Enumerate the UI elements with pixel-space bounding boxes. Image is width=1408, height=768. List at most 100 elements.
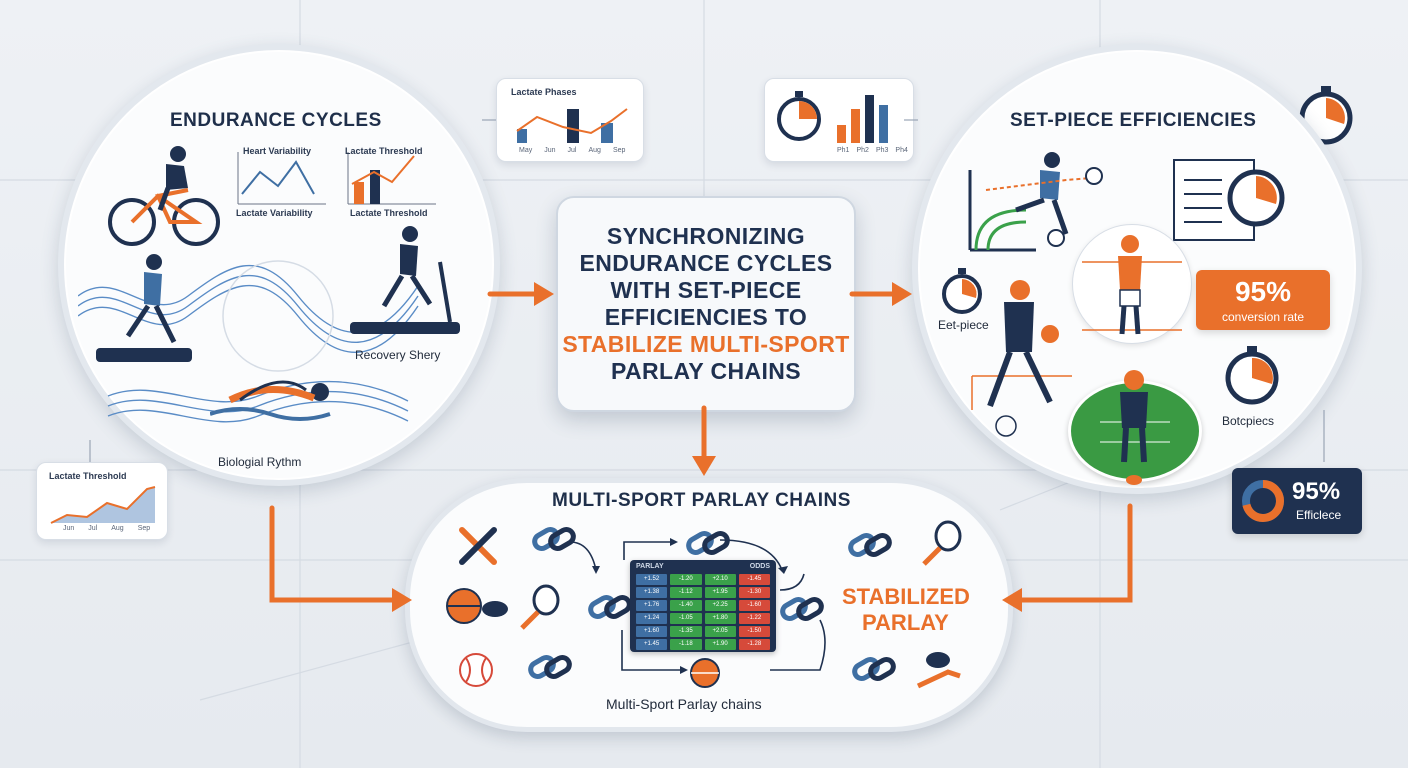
biological-rhythm-label: Biologial Rythm — [218, 455, 302, 469]
timer-bar-card: Ph1 Ph2 Ph3 Ph4 — [764, 78, 914, 162]
heart-variability-label: Heart Variability — [243, 146, 312, 156]
chain-link-icon — [588, 595, 632, 619]
odds-cell: -1.40 — [670, 600, 702, 611]
odds-cell: +1.24 — [636, 613, 668, 624]
odds-cell: -1.12 — [670, 587, 702, 598]
odds-table-header-left: PARLAY — [636, 563, 664, 570]
chain-link-icon — [686, 531, 730, 555]
lactate-threshold-sublabel: Lactate Threshold — [350, 208, 428, 218]
basketball-player-illustration — [1082, 235, 1182, 335]
efficiency-label: Efficlece — [1296, 508, 1342, 522]
central-thesis-card: SYNCHRONIZING ENDURANCE CYCLES WITH SET-… — [556, 196, 856, 412]
treadmill-runner-illustration — [350, 226, 460, 334]
odds-cell: +1.80 — [704, 613, 736, 624]
efficiency-value: 95% — [1292, 478, 1341, 505]
odds-cell: -1.20 — [670, 574, 702, 585]
lactate-threshold-tick: Aug — [111, 525, 124, 532]
setpiece-left-label: Eet-piece — [938, 318, 989, 332]
hockey-puck-icon — [482, 601, 508, 617]
timer-bar-tick: Ph3 — [875, 147, 889, 154]
odds-table-row: +1.60-1.35+2.05-1.50 — [636, 626, 770, 637]
baseball-icon — [459, 653, 493, 687]
wave-lines — [78, 260, 419, 423]
parlay-caption: Multi-Sport Parlay chains — [606, 696, 762, 712]
football-player-illustration — [971, 280, 1072, 437]
hockey-stick-icon — [916, 652, 961, 689]
conversion-rate-value: 95% — [1234, 276, 1292, 307]
lactate-phases-tick: Sep — [612, 147, 626, 154]
odds-table-row: +1.76-1.40+2.25-1.60 — [636, 600, 770, 611]
football-field-player-illustration — [1100, 370, 1170, 485]
odds-cell: -1.35 — [670, 626, 702, 637]
chain-link-icon — [848, 533, 892, 557]
tennis-racket-icon — [922, 520, 962, 566]
odds-cell: -1.30 — [738, 587, 770, 598]
lactate-phases-chart — [516, 108, 628, 143]
chain-link-icon — [528, 655, 572, 679]
odds-cell: +1.90 — [704, 639, 736, 650]
soccer-player-illustration — [968, 152, 1103, 252]
odds-cell: +1.45 — [636, 639, 668, 650]
odds-cell: +2.10 — [704, 574, 736, 585]
lactate-threshold-tick: Jun — [63, 525, 75, 532]
thesis-line-2: ENDURANCE CYCLES — [579, 250, 833, 276]
conversion-rate-label: conversion rate — [1221, 310, 1305, 324]
conversion-rate-kpi: 95% conversion rate — [1196, 270, 1330, 330]
lactate-threshold-card-title: Lactate Threshold — [49, 471, 127, 481]
thesis-line-4: EFFICIENCIES TO — [604, 304, 808, 330]
thesis-line-6: PARLAY CHAINS — [610, 358, 802, 384]
odds-cell: +1.38 — [636, 587, 668, 598]
thesis-line-5: STABILIZE MULTI-SPORT — [562, 331, 850, 357]
checklist-stopwatch-icon — [1173, 159, 1285, 241]
odds-cell: -1.50 — [738, 626, 770, 637]
odds-cell: -1.18 — [670, 639, 702, 650]
odds-cell: -1.28 — [738, 639, 770, 650]
lactate-threshold-label: Lactate Threshold — [345, 146, 423, 156]
parlay-flow-arrows — [569, 538, 826, 674]
stabilized-label-1: STABILIZED — [842, 584, 970, 609]
efficiency-badge: 95% Efficlece — [1232, 468, 1362, 534]
recovery-label: Recovery Shery — [355, 348, 441, 362]
runner-illustration — [96, 254, 192, 362]
odds-cell: +2.05 — [704, 626, 736, 637]
odds-cell: +1.52 — [636, 574, 668, 585]
lactate-threshold-tick: Jul — [88, 525, 98, 532]
baseball-bats-icon — [459, 527, 497, 565]
lactate-threshold-tick: Sep — [137, 525, 151, 532]
odds-table-row: +1.38-1.12+1.95-1.30 — [636, 587, 770, 598]
cyclist-illustration — [108, 146, 220, 246]
setpiece-right-label: Botcpiecs — [1222, 414, 1275, 428]
odds-cell: -1.05 — [670, 613, 702, 624]
stabilized-label-2: PARLAY — [862, 610, 949, 635]
lactate-phases-title: Lactate Phases — [511, 87, 577, 97]
timer-bar-tick: Ph1 — [837, 147, 850, 154]
odds-cell: +2.25 — [704, 600, 736, 611]
lactate-threshold-card: Lactate Threshold Jun Jul Aug Sep — [36, 462, 168, 540]
thesis-line-3: WITH SET-PIECE — [610, 277, 802, 303]
odds-table-row: +1.24-1.05+1.80-1.22 — [636, 613, 770, 624]
lactate-phases-tick: Aug — [588, 147, 601, 154]
lactate-threshold-chart — [347, 152, 436, 205]
parlay-title: MULTI-SPORT PARLAY CHAINS — [552, 490, 851, 511]
odds-cell: +1.95 — [704, 587, 736, 598]
odds-cell: -1.60 — [738, 600, 770, 611]
lactate-phases-tick: May — [519, 147, 533, 154]
chain-link-icon — [780, 597, 824, 621]
stopwatch-icon — [777, 91, 821, 141]
tennis-racket-icon — [520, 584, 560, 630]
odds-cell: +1.60 — [636, 626, 668, 637]
basketball-icon — [690, 658, 720, 688]
odds-table: PARLAY ODDS +1.52-1.20+2.10-1.45+1.38-1.… — [630, 560, 776, 652]
heart-variability-chart — [237, 152, 326, 205]
odds-table-row: +1.52-1.20+2.10-1.45 — [636, 574, 770, 585]
chain-link-icon — [852, 657, 896, 681]
swimmer-illustration — [210, 380, 331, 421]
endurance-circle — [58, 44, 500, 486]
lactate-threshold-area-chart — [50, 486, 156, 524]
timer-bar-chart — [837, 95, 888, 143]
timer-bar-tick: Ph2 — [856, 147, 869, 154]
chain-link-icon — [532, 527, 576, 551]
thesis-line-1: SYNCHRONIZING — [606, 223, 806, 249]
lactate-variability-label: Lactate Variability — [236, 208, 313, 218]
timer-bar-tick: Ph4 — [895, 147, 908, 154]
